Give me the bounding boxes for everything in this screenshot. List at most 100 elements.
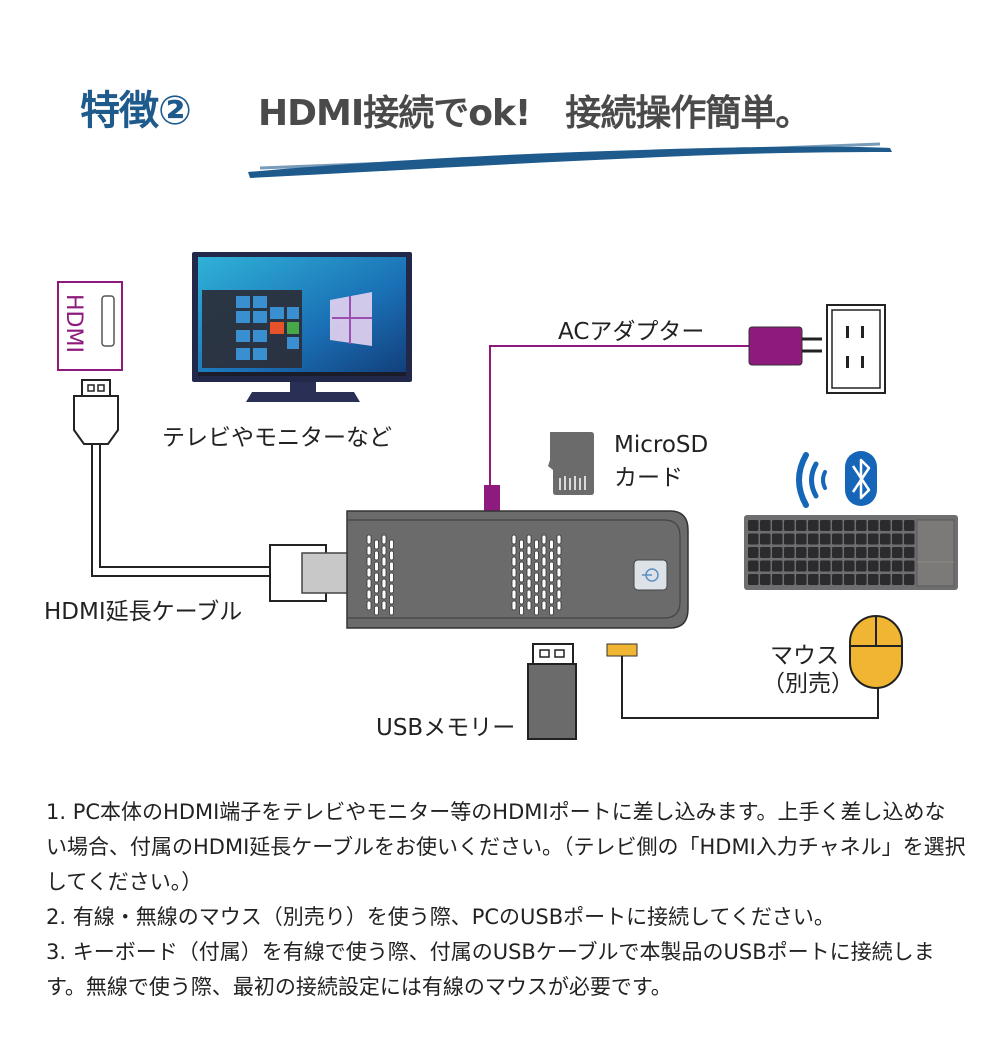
microsd-label-line2: カード xyxy=(614,465,683,491)
vent-hole xyxy=(511,567,517,578)
vent-hole xyxy=(389,583,394,594)
keyboard-key xyxy=(748,560,759,572)
keyboard-key xyxy=(748,547,759,558)
keyboard-key xyxy=(868,574,879,585)
hdmi-plug-icon xyxy=(73,379,119,445)
keyboard-key xyxy=(808,533,819,545)
vent-hole xyxy=(366,545,372,556)
keyboard-key xyxy=(832,547,843,558)
vent-hole xyxy=(519,550,524,561)
vent-hole xyxy=(366,600,372,611)
usb-memory-icon xyxy=(527,643,577,740)
vent-hole xyxy=(556,589,562,600)
keyboard-key xyxy=(820,574,831,585)
keyboard-key xyxy=(748,520,759,531)
vent-hole xyxy=(526,534,532,545)
vent-hole xyxy=(381,567,387,578)
vent-hole xyxy=(381,600,387,611)
vent-hole xyxy=(534,572,539,583)
keyboard-key xyxy=(832,520,843,531)
vent-hole xyxy=(511,600,517,611)
keyboard-key xyxy=(796,574,807,585)
vent-hole xyxy=(526,589,532,600)
vent-hole xyxy=(549,605,554,616)
microsd-card-icon xyxy=(548,432,594,495)
ac-power-port xyxy=(484,485,500,511)
keyboard-key xyxy=(808,560,819,572)
keyboard-key xyxy=(892,547,903,558)
feature-label: 特徴② xyxy=(80,88,192,134)
keyboard-key xyxy=(880,547,891,558)
vent-hole xyxy=(556,578,562,589)
keyboard-key xyxy=(772,547,783,558)
vent-hole xyxy=(519,539,524,550)
keyboard-key xyxy=(868,547,879,558)
keyboard-key xyxy=(808,574,819,585)
vent-hole xyxy=(526,556,532,567)
power-outlet-icon xyxy=(826,304,886,394)
vent-hole xyxy=(511,556,517,567)
vent-hole xyxy=(389,561,394,572)
vent-hole xyxy=(541,578,547,589)
vent-hole xyxy=(389,550,394,561)
vent-hole xyxy=(541,567,547,578)
keyboard-key xyxy=(796,547,807,558)
keyboard-key xyxy=(904,560,915,572)
vent-hole xyxy=(556,534,562,545)
mouse-label-line1: マウス xyxy=(770,643,839,669)
vent-hole xyxy=(534,561,539,572)
keyboard-key xyxy=(760,547,771,558)
keyboard-key xyxy=(760,520,771,531)
keyboard-key xyxy=(856,533,867,545)
vent-hole xyxy=(556,600,562,611)
keyboard-key xyxy=(844,520,855,531)
vent-hole xyxy=(534,605,539,616)
keyboard-key xyxy=(844,547,855,558)
connection-diagram xyxy=(57,252,958,740)
vent-hole xyxy=(374,583,379,594)
keyboard-key xyxy=(832,533,843,545)
keyboard-key xyxy=(904,520,915,531)
ac-adapter-label: ACアダプター xyxy=(558,319,705,345)
keyboard-icon xyxy=(744,515,958,590)
mouse-label-line2: （別売） xyxy=(762,671,854,697)
keyboard-key xyxy=(844,574,855,585)
page-title: HDMI接続でok! 接続操作簡単。 xyxy=(258,93,811,134)
keyboard-key xyxy=(868,533,879,545)
keyboard-key xyxy=(820,547,831,558)
keyboard-key xyxy=(760,533,771,545)
vent-hole xyxy=(381,578,387,589)
keyboard-key xyxy=(892,533,903,545)
vent-hole xyxy=(511,578,517,589)
keyboard-key xyxy=(904,574,915,585)
keyboard-key xyxy=(892,574,903,585)
keyboard-key xyxy=(892,520,903,531)
monitor-icon xyxy=(192,252,412,402)
vent-hole xyxy=(366,534,372,545)
keyboard-key xyxy=(844,533,855,545)
mouse-icon xyxy=(849,615,903,689)
power-button-icon[interactable] xyxy=(633,559,668,591)
keyboard-key xyxy=(808,547,819,558)
vent-hole xyxy=(511,534,517,545)
keyboard-key xyxy=(856,547,867,558)
vent-hole xyxy=(374,539,379,550)
hdmi-cable-label: HDMI延長ケーブル xyxy=(44,599,243,625)
keyboard-key xyxy=(784,533,795,545)
vent-hole xyxy=(534,550,539,561)
brush-stroke-underline xyxy=(248,142,892,178)
wireless-icon xyxy=(796,452,827,508)
keyboard-key xyxy=(796,560,807,572)
keyboard-key xyxy=(760,560,771,572)
keyboard-key xyxy=(880,520,891,531)
keyboard-key xyxy=(772,533,783,545)
vent-hole xyxy=(549,561,554,572)
vent-hole xyxy=(541,600,547,611)
keyboard-key xyxy=(820,533,831,545)
keyboard-key xyxy=(892,560,903,572)
vent-hole xyxy=(549,550,554,561)
hdmi-port-icon xyxy=(57,281,123,371)
vent-hole xyxy=(374,550,379,561)
keyboard-key xyxy=(784,520,795,531)
vent-hole xyxy=(556,556,562,567)
